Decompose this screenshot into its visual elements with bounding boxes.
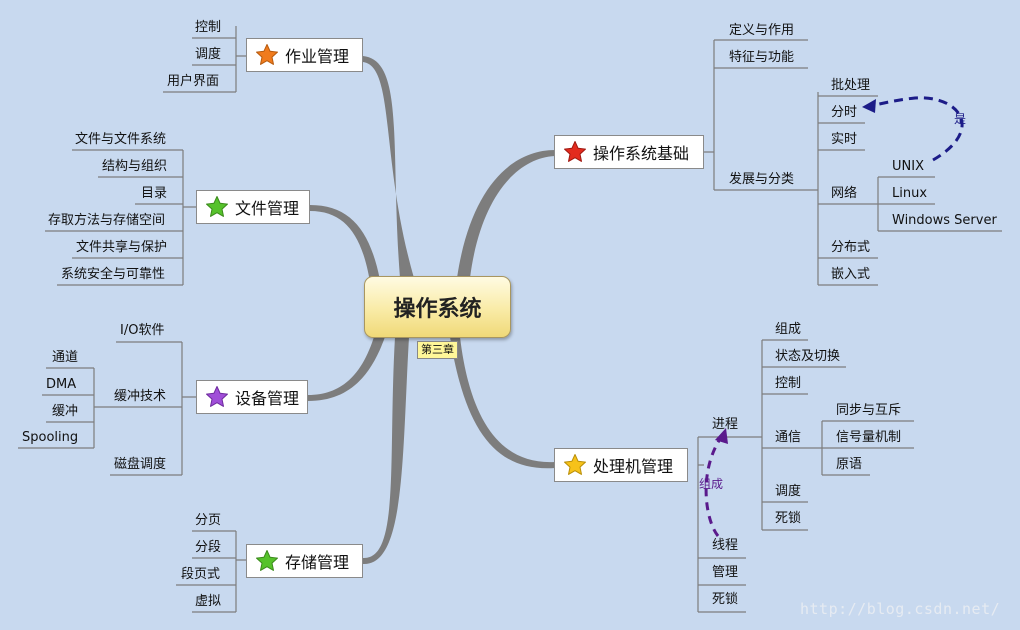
- buffer-item-spooling[interactable]: Spooling: [22, 430, 79, 445]
- subtopic-io-software[interactable]: I/O软件: [120, 323, 165, 338]
- subtopic-storage-segpage[interactable]: 段页式: [181, 567, 221, 582]
- subtopic-files-0[interactable]: 文件与文件系统: [75, 132, 167, 147]
- topic-processor[interactable]: 处理机管理: [554, 448, 688, 482]
- comm-item-primitive[interactable]: 原语: [836, 457, 863, 472]
- subtopic-development[interactable]: 发展与分类: [729, 172, 795, 187]
- topic-devices[interactable]: 设备管理: [196, 380, 308, 414]
- yellow-star-icon: [564, 454, 586, 475]
- buffer-item-channel[interactable]: 通道: [52, 350, 79, 365]
- topic-os-basics[interactable]: 操作系统基础: [554, 135, 704, 169]
- purple-star-icon: [206, 386, 228, 407]
- os-type-batch[interactable]: 批处理: [831, 78, 871, 93]
- topic-processor-label: 处理机管理: [593, 457, 674, 476]
- topic-os-basics-label: 操作系统基础: [593, 144, 690, 163]
- network-os-windows[interactable]: Windows Server: [892, 213, 997, 228]
- os-type-embedded[interactable]: 嵌入式: [831, 267, 871, 282]
- subtopic-jobs-ui[interactable]: 用户界面: [167, 74, 220, 89]
- process-item-communication[interactable]: 通信: [775, 430, 802, 445]
- topic-storage[interactable]: 存储管理: [246, 544, 363, 578]
- subtopic-files-4[interactable]: 文件共享与保护: [76, 240, 168, 255]
- red-star-icon: [564, 141, 586, 162]
- process-item-scheduling[interactable]: 调度: [775, 484, 802, 499]
- subtopic-jobs-control[interactable]: 控制: [195, 20, 222, 35]
- subtopic-files-3[interactable]: 存取方法与存储空间: [48, 213, 166, 228]
- subtopic-jobs-scheduling[interactable]: 调度: [195, 47, 222, 62]
- subtopic-storage-segment[interactable]: 分段: [195, 540, 222, 555]
- topic-files-label: 文件管理: [235, 199, 300, 218]
- process-item-deadlock[interactable]: 死锁: [775, 511, 802, 526]
- topic-jobs-label: 作业管理: [285, 47, 350, 66]
- orange-star-icon: [256, 44, 278, 65]
- process-item-composition[interactable]: 组成: [775, 322, 802, 337]
- process-item-state[interactable]: 状态及切换: [775, 349, 841, 364]
- subtopic-files-2[interactable]: 目录: [141, 186, 168, 201]
- subtopic-storage-virtual[interactable]: 虚拟: [195, 594, 222, 609]
- network-os-linux[interactable]: Linux: [892, 186, 928, 201]
- green-star-icon: [256, 550, 278, 571]
- topic-storage-label: 存储管理: [285, 553, 350, 572]
- relation-label-is: 是: [954, 112, 967, 126]
- subtopic-thread[interactable]: 线程: [712, 538, 739, 553]
- watermark: http://blog.csdn.net/: [800, 600, 1001, 618]
- subtopic-definition[interactable]: 定义与作用: [729, 23, 795, 38]
- subtopic-disk-scheduling[interactable]: 磁盘调度: [114, 457, 167, 472]
- subtopic-buffer-tech[interactable]: 缓冲技术: [114, 389, 167, 404]
- subtopic-process[interactable]: 进程: [712, 417, 739, 432]
- subtopic-features[interactable]: 特征与功能: [729, 50, 795, 65]
- green-star-icon: [206, 196, 228, 217]
- network-os-unix[interactable]: UNIX: [892, 159, 924, 174]
- central-topic[interactable]: 操作系统: [364, 276, 511, 338]
- topic-jobs[interactable]: 作业管理: [246, 38, 363, 72]
- process-item-control[interactable]: 控制: [775, 376, 802, 391]
- comm-item-sync[interactable]: 同步与互斥: [836, 403, 902, 418]
- chapter-tag: 第三章: [417, 341, 458, 359]
- buffer-item-dma[interactable]: DMA: [46, 377, 77, 392]
- subtopic-storage-paging[interactable]: 分页: [195, 513, 222, 528]
- topic-files[interactable]: 文件管理: [196, 190, 310, 224]
- relation-label-compose: 组成: [699, 477, 724, 491]
- topic-devices-label: 设备管理: [235, 389, 300, 408]
- subtopic-deadlock[interactable]: 死锁: [712, 592, 739, 607]
- subtopic-manage[interactable]: 管理: [712, 565, 739, 580]
- buffer-item-buffer[interactable]: 缓冲: [52, 404, 79, 419]
- central-title: 操作系统: [393, 297, 482, 322]
- os-type-network[interactable]: 网络: [831, 186, 858, 201]
- os-type-timesharing[interactable]: 分时: [831, 105, 858, 120]
- comm-item-semaphore[interactable]: 信号量机制: [836, 430, 902, 445]
- os-type-realtime[interactable]: 实时: [831, 132, 858, 147]
- subtopic-files-5[interactable]: 系统安全与可靠性: [61, 267, 166, 282]
- subtopic-files-1[interactable]: 结构与组织: [102, 159, 168, 174]
- os-type-distributed[interactable]: 分布式: [831, 240, 871, 255]
